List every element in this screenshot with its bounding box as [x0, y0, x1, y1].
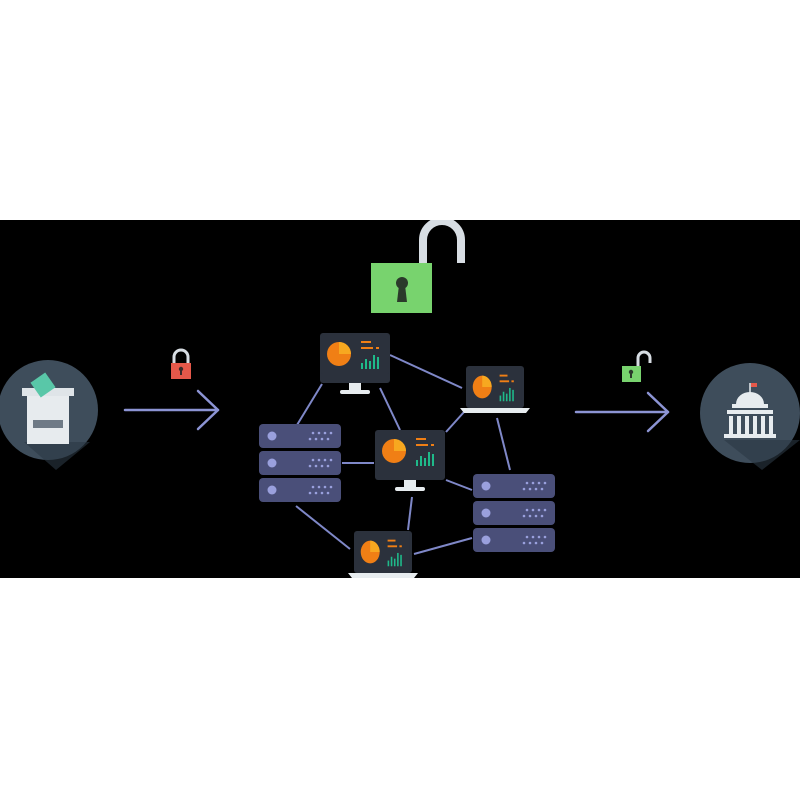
- laptop-icon: [460, 366, 530, 413]
- ballot-box-icon: [0, 360, 98, 470]
- padlock-open-icon: [371, 220, 465, 313]
- server-rack-icon: [259, 424, 341, 502]
- padlock-open-icon: [622, 350, 652, 382]
- capitol-building-icon: [700, 363, 800, 470]
- server-rack-icon: [473, 474, 555, 552]
- network-links: [295, 354, 511, 555]
- arrow-right-icon: [123, 389, 220, 431]
- laptop-icon: [348, 531, 418, 578]
- padlock-closed-icon: [171, 348, 191, 379]
- arrow-right-icon: [574, 391, 670, 433]
